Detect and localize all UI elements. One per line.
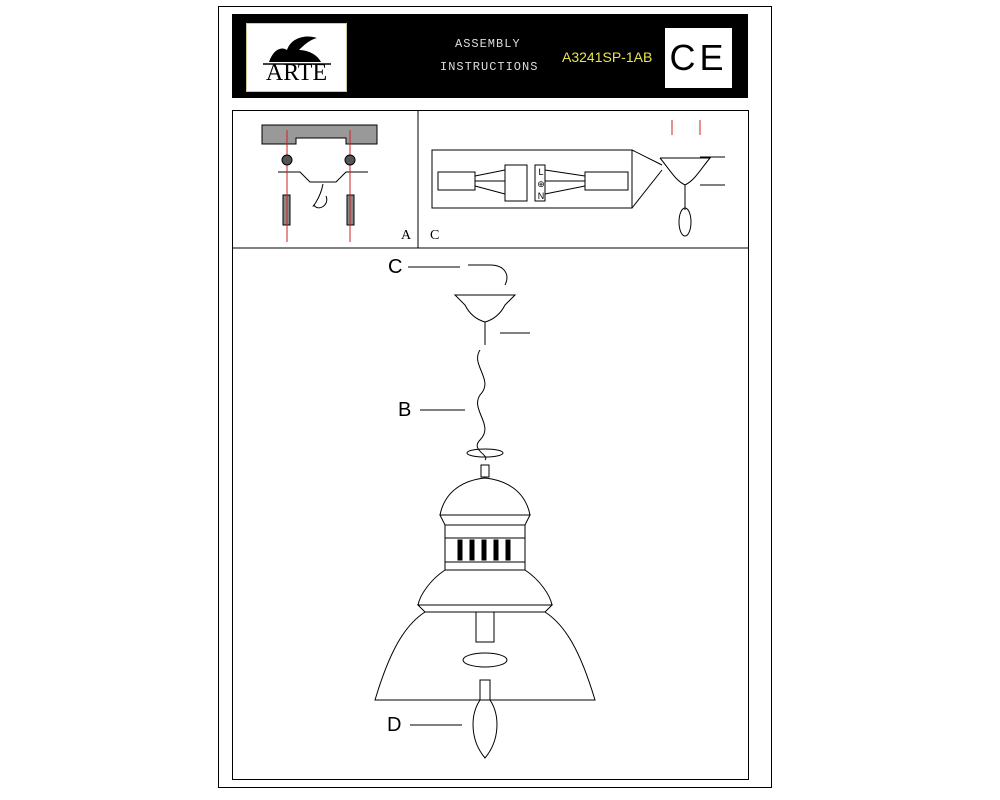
page-border [218,6,772,788]
winged-lion-icon [263,36,331,65]
brand-logo: ARTE [246,23,347,92]
ceiling-mount-diagram [261,124,378,242]
model-number: A3241SP-1AB [562,49,653,65]
title-line-2: INSTRUCTIONS [440,60,539,74]
ce-mark: CE [665,28,732,88]
terminal-l: L [538,167,544,177]
part-c-label: C [388,256,403,278]
pendant-lamp-drawing [374,264,596,759]
brand-name: ARTE [265,60,328,86]
diagram-panel [232,110,749,780]
part-b-label: B [398,399,412,421]
step-a-label: A [401,228,412,243]
wiring-diagram [431,120,725,237]
part-d-label: D [387,714,402,736]
terminal-n: N [537,191,545,201]
terminal-ground: ⊕ [537,179,545,189]
step-c-label: C [430,228,440,243]
title-line-1: ASSEMBLY [455,37,521,51]
